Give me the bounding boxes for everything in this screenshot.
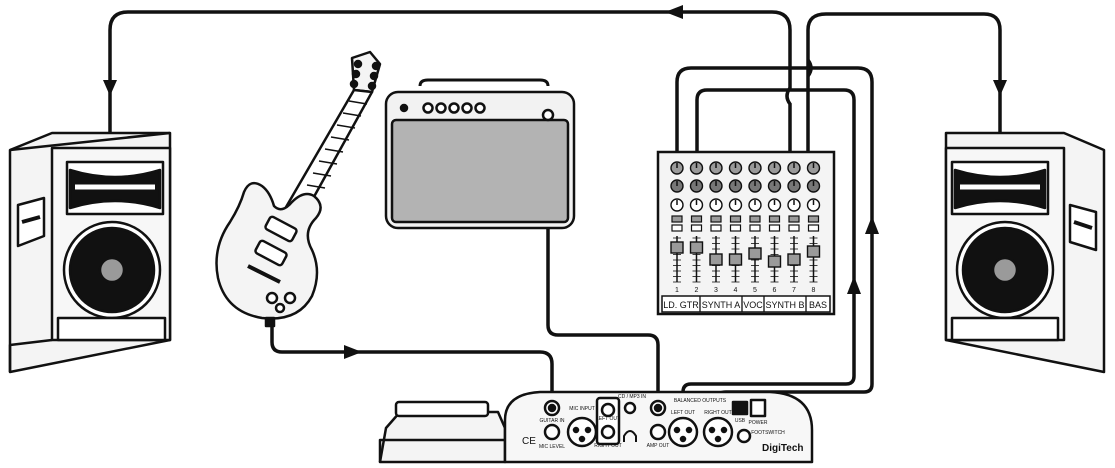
mixer-button xyxy=(768,224,781,232)
mixer-channel-strip: 7 xyxy=(787,161,801,294)
label-guitar-in: GUITAR IN xyxy=(540,418,565,424)
mic-level-knob xyxy=(543,423,561,441)
label-mic-level: MIC LEVEL xyxy=(539,444,565,450)
cable-xlr-left xyxy=(681,288,856,404)
ce-mark: CE xyxy=(522,436,536,447)
label-balanced-outputs: BALANCED OUTPUTS xyxy=(674,398,727,404)
fader-cap xyxy=(787,253,801,266)
strip-label-synth-a: SYNTH A xyxy=(702,300,741,310)
cables xyxy=(108,10,1002,407)
arrow-top-return xyxy=(665,5,683,19)
guitar-amplifier xyxy=(384,78,576,230)
fader-cap xyxy=(709,253,723,266)
cable-mixer-ch1 xyxy=(675,66,874,230)
strip-label-bas: BAS xyxy=(809,300,827,310)
channel-number: 1 xyxy=(675,287,679,294)
cd-mp3-jack xyxy=(623,401,637,415)
mixer-channel-strip: 8 xyxy=(806,161,821,294)
label-power: POWER xyxy=(749,420,768,426)
strip-label-ld-gtr: LD. GTR xyxy=(663,300,699,310)
label-cd-mp3: CD / MP3 IN xyxy=(618,394,646,400)
usb-port xyxy=(731,400,749,416)
electric-guitar xyxy=(215,50,382,328)
left-speaker xyxy=(8,131,172,374)
mixer-channels: 1 2 3 4 5 6 7 8 xyxy=(670,161,821,294)
mixer-channel-strip: 6 xyxy=(767,161,782,294)
cable-guitar-to-device xyxy=(270,323,554,407)
right-speaker xyxy=(944,131,1106,374)
label-footswitch: FOOTSWITCH xyxy=(751,430,785,436)
mixer-channel-strip: 1 xyxy=(670,161,684,294)
mixer-button xyxy=(788,224,800,232)
mixer-channel-strip: 3 xyxy=(709,161,723,294)
arrow-left-speaker xyxy=(103,80,117,96)
channel-number: 7 xyxy=(792,287,796,294)
mixer-channel-strip: 4 xyxy=(728,161,743,294)
mixer-button xyxy=(710,215,722,223)
label-amp-out: AMP OUT xyxy=(647,443,670,449)
digitech-device: GUITAR IN MIC INPUT MIC LEVEL CD / MP3 I… xyxy=(378,390,814,464)
amp-input-jack xyxy=(541,108,555,122)
cable-to-left-speaker xyxy=(108,10,792,140)
expression-pedal xyxy=(394,400,490,418)
label-xlr-right: RIGHT OUT xyxy=(704,410,731,416)
label-left-out: LEFT OUT xyxy=(596,416,620,422)
channel-number: 8 xyxy=(812,287,816,294)
headphone-icon xyxy=(623,430,637,442)
strip-label-synth-b: SYNTH B xyxy=(765,300,804,310)
mixer-channel-strip: 2 xyxy=(689,161,704,294)
mixer-button xyxy=(671,224,683,232)
arrow-guitar-cable xyxy=(344,345,362,359)
right-out-jack xyxy=(600,424,616,440)
label-right-out: RIGHT OUT xyxy=(594,443,621,449)
fader-cap xyxy=(728,253,743,266)
mixer-button xyxy=(690,224,703,232)
strip-label-voc: VOC xyxy=(743,300,763,310)
fader-cap xyxy=(670,241,684,254)
mixer-button xyxy=(710,224,722,232)
arrow-xlr-left xyxy=(847,276,861,294)
mixer-button xyxy=(788,215,800,223)
digitech-logo: DigiTech xyxy=(762,443,803,454)
arrow-xlr-right xyxy=(865,216,879,234)
arrow-right-speaker xyxy=(993,80,1007,96)
channel-number: 3 xyxy=(714,287,718,294)
cable-mixer-ch2 xyxy=(695,88,856,292)
mixer-button xyxy=(729,215,742,223)
label-usb: USB xyxy=(735,418,746,424)
amp-control-panel xyxy=(399,102,555,122)
footswitch-jack xyxy=(736,428,752,444)
fader-cap xyxy=(689,241,704,254)
xlr-right-output xyxy=(702,416,734,448)
left-out-jack xyxy=(600,402,616,418)
fader-cap xyxy=(767,255,782,268)
label-xlr-left: LEFT OUT xyxy=(671,410,695,416)
mixer: 1 2 3 4 5 6 7 8 LD. GTR SYNTH A VOC SYNTH B BAS xyxy=(656,150,836,316)
channel-number: 6 xyxy=(773,287,777,294)
channel-number: 2 xyxy=(695,287,699,294)
mixer-channel-strip: 5 xyxy=(748,161,762,294)
channel-number: 4 xyxy=(734,287,738,294)
mixer-button xyxy=(729,224,742,232)
mixer-button xyxy=(671,215,683,223)
mixer-button xyxy=(807,215,820,223)
power-jack xyxy=(749,398,767,418)
mixer-button xyxy=(749,215,761,223)
mixer-button xyxy=(768,215,781,223)
label-mic-input: MIC INPUT xyxy=(569,406,595,412)
cable-to-right-speaker xyxy=(806,12,1002,157)
fader-cap xyxy=(748,247,762,260)
xlr-left-output xyxy=(667,416,699,448)
cable-amp-to-device xyxy=(546,113,660,407)
mixer-button xyxy=(807,224,820,232)
mixer-button xyxy=(749,224,761,232)
channel-number: 5 xyxy=(753,287,757,294)
mixer-button xyxy=(690,215,703,223)
fader-cap xyxy=(806,245,821,258)
